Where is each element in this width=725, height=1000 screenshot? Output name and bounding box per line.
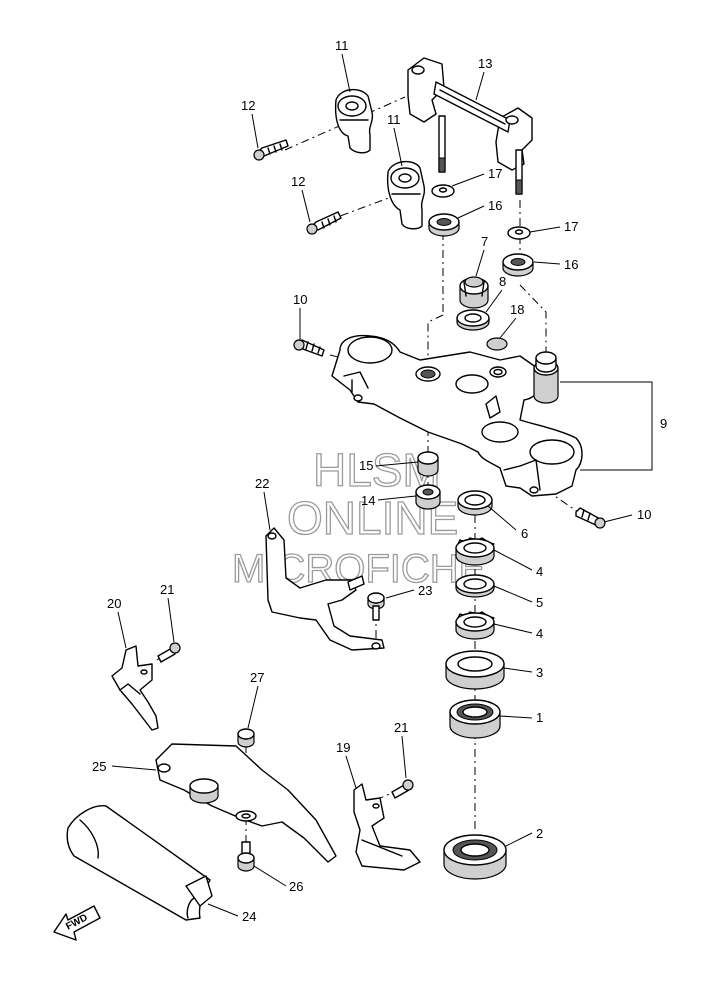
part-2-bearing xyxy=(443,834,507,880)
part-3-cover xyxy=(445,650,505,690)
part-26-bolt xyxy=(237,841,255,872)
part-7-cap-nut xyxy=(459,276,489,309)
part-4-ring-nut-lower xyxy=(455,611,495,640)
callout-18: 18 xyxy=(510,302,524,317)
part-12-bolt-upper xyxy=(253,139,289,161)
callout-5: 5 xyxy=(536,595,543,610)
callout-6: 6 xyxy=(521,526,528,541)
callout-25: 25 xyxy=(92,759,106,774)
part-16-damper-right xyxy=(502,253,534,277)
callout-10: 10 xyxy=(293,292,307,307)
part-17-washer-left xyxy=(431,184,455,198)
callout-16: 16 xyxy=(564,257,578,272)
part-19-bracket xyxy=(353,783,421,871)
callout-12: 12 xyxy=(241,98,255,113)
part-21-bolt-upper xyxy=(157,642,181,663)
callout-1: 1 xyxy=(536,710,543,725)
callout-12: 12 xyxy=(291,174,305,189)
callout-4: 4 xyxy=(536,626,543,641)
part-24-guard xyxy=(66,805,213,921)
callout-7: 7 xyxy=(481,234,488,249)
part-14-nut xyxy=(415,484,441,510)
leader-lines xyxy=(111,53,633,917)
part-27-grommet xyxy=(237,728,255,748)
callout-17: 17 xyxy=(564,219,578,234)
callout-21: 21 xyxy=(160,582,174,597)
part-16-damper-left xyxy=(428,213,460,237)
callout-13: 13 xyxy=(478,56,492,71)
callout-19: 19 xyxy=(336,740,350,755)
part-23-bolt xyxy=(367,592,385,621)
leader-9 xyxy=(560,381,653,471)
part-5-washer xyxy=(455,574,495,598)
callout-3: 3 xyxy=(536,665,543,680)
callout-11: 11 xyxy=(335,38,349,53)
callout-20: 20 xyxy=(107,596,121,611)
part-17-washer-right xyxy=(507,226,531,240)
part-1-bearing xyxy=(449,699,501,739)
part-18-cap xyxy=(486,337,508,351)
callout-15: 15 xyxy=(359,458,373,473)
callout-8: 8 xyxy=(499,274,506,289)
part-25-cover xyxy=(155,743,337,863)
part-13-upper-bracket xyxy=(407,57,533,195)
callout-27: 27 xyxy=(250,670,264,685)
part-11-lower-holder xyxy=(386,161,426,230)
callout-22: 22 xyxy=(255,476,269,491)
callout-4: 4 xyxy=(536,564,543,579)
callout-labels: 11 12 13 11 12 17 16 17 16 7 8 18 10 9 1… xyxy=(92,38,667,924)
callout-24: 24 xyxy=(242,909,256,924)
part-6-washer xyxy=(457,490,493,516)
callout-11: 11 xyxy=(387,112,401,127)
callout-14: 14 xyxy=(361,493,375,508)
part-11-upper-holder xyxy=(334,89,374,154)
part-21-bolt-lower xyxy=(391,779,414,799)
part-10-bolt-left xyxy=(293,339,325,357)
part-22-bracket xyxy=(265,527,385,651)
part-20-bracket xyxy=(111,645,159,731)
part-4-ring-nut-upper xyxy=(455,537,495,566)
callout-23: 23 xyxy=(418,583,432,598)
callout-21: 21 xyxy=(394,720,408,735)
callout-2: 2 xyxy=(536,826,543,841)
fwd-arrow-icon: FWD xyxy=(53,905,101,941)
part-12-bolt-lower xyxy=(306,211,342,235)
callout-26: 26 xyxy=(289,879,303,894)
part-10-bolt-right xyxy=(575,507,606,529)
upper-triple-clamp xyxy=(331,334,583,497)
callout-16: 16 xyxy=(488,198,502,213)
callout-9: 9 xyxy=(660,416,667,431)
part-8-washer xyxy=(456,309,490,331)
part-15-bolt xyxy=(417,451,439,477)
callout-17: 17 xyxy=(488,166,502,181)
callout-10: 10 xyxy=(637,507,651,522)
part-9-bushing xyxy=(533,351,559,404)
